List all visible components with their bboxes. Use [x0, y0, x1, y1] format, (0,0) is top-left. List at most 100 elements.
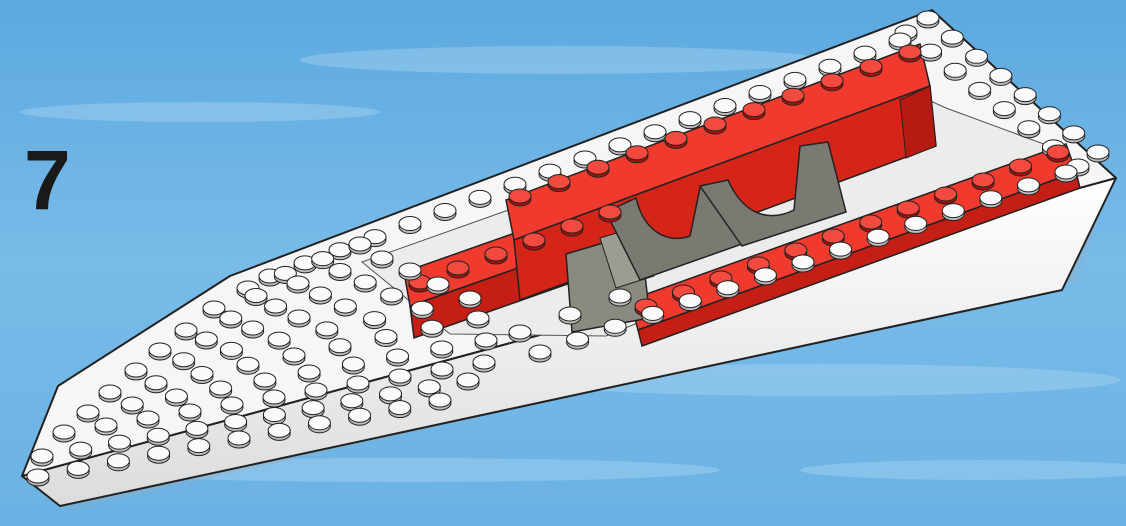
- white-stud: [679, 294, 701, 311]
- white-stud: [95, 418, 117, 435]
- white-stud: [145, 376, 167, 393]
- white-stud: [175, 323, 197, 340]
- white-stud: [459, 291, 481, 308]
- red-stud: [447, 261, 469, 278]
- white-stud: [347, 376, 369, 393]
- white-stud: [149, 343, 171, 360]
- white-stud: [1063, 126, 1085, 143]
- white-stud: [714, 99, 736, 116]
- white-stud: [329, 339, 351, 356]
- white-stud: [220, 342, 242, 359]
- white-stud: [265, 299, 287, 316]
- red-stud: [587, 160, 609, 177]
- white-stud: [1017, 178, 1039, 195]
- white-stud: [754, 268, 776, 285]
- white-stud: [329, 264, 351, 281]
- white-stud: [473, 355, 495, 372]
- white-stud: [242, 321, 264, 338]
- white-stud: [942, 204, 964, 221]
- white-stud: [966, 49, 988, 66]
- white-stud: [1014, 88, 1036, 105]
- white-stud: [642, 306, 664, 323]
- white-stud: [717, 281, 739, 298]
- white-stud: [941, 30, 963, 47]
- red-stud: [561, 219, 583, 236]
- white-stud: [434, 203, 456, 220]
- white-stud: [784, 72, 806, 89]
- white-stud: [225, 414, 247, 431]
- white-stud: [1055, 165, 1077, 182]
- white-stud: [421, 320, 443, 337]
- red-stud: [935, 187, 957, 204]
- white-stud: [334, 299, 356, 316]
- white-stud: [268, 332, 290, 349]
- white-stud: [1087, 145, 1109, 162]
- white-stud: [107, 454, 129, 471]
- white-stud: [917, 11, 939, 28]
- white-stud: [830, 242, 852, 259]
- white-stud: [195, 332, 217, 349]
- white-stud: [990, 68, 1012, 85]
- white-stud: [1038, 107, 1060, 124]
- red-stud: [860, 59, 882, 76]
- red-stud: [899, 45, 921, 62]
- white-stud: [867, 229, 889, 246]
- white-stud: [644, 125, 666, 142]
- white-stud: [312, 252, 334, 269]
- white-stud: [67, 461, 89, 478]
- white-stud: [316, 322, 338, 339]
- white-stud: [121, 397, 143, 414]
- white-stud: [221, 397, 243, 414]
- white-stud: [980, 191, 1002, 208]
- white-stud: [529, 345, 551, 362]
- white-stud: [191, 367, 213, 384]
- step-number: 7: [24, 138, 71, 222]
- red-stud: [1047, 145, 1069, 162]
- white-stud: [77, 405, 99, 422]
- white-stud: [70, 442, 92, 459]
- white-stud: [609, 289, 631, 306]
- white-stud: [993, 102, 1015, 119]
- white-stud: [559, 307, 581, 324]
- white-stud: [349, 408, 371, 425]
- red-stud: [485, 247, 507, 264]
- red-stud: [665, 131, 687, 148]
- white-stud: [173, 353, 195, 370]
- white-stud: [148, 446, 170, 463]
- white-stud: [31, 449, 53, 466]
- white-stud: [469, 190, 491, 207]
- white-stud: [1018, 121, 1040, 138]
- white-stud: [679, 112, 701, 129]
- red-stud: [599, 205, 621, 222]
- white-stud: [210, 381, 232, 398]
- white-stud: [298, 365, 320, 382]
- red-stud: [548, 175, 570, 192]
- white-stud: [389, 369, 411, 386]
- white-stud: [137, 411, 159, 428]
- white-stud: [387, 349, 409, 366]
- white-stud: [427, 277, 449, 294]
- white-stud: [604, 319, 626, 336]
- white-stud: [457, 373, 479, 390]
- red-stud: [743, 103, 765, 120]
- white-stud: [305, 383, 327, 400]
- white-stud: [567, 332, 589, 349]
- white-stud: [268, 423, 290, 440]
- white-stud: [288, 310, 310, 327]
- white-stud: [399, 263, 421, 280]
- red-stud: [1010, 159, 1032, 176]
- white-stud: [429, 393, 451, 410]
- white-stud: [411, 301, 433, 318]
- white-stud: [245, 289, 267, 306]
- white-stud: [475, 333, 497, 350]
- white-stud: [283, 348, 305, 365]
- white-stud: [467, 311, 489, 328]
- white-stud: [125, 363, 147, 380]
- white-stud: [364, 312, 386, 329]
- red-stud: [821, 74, 843, 91]
- white-stud: [944, 63, 966, 80]
- white-stud: [27, 469, 49, 486]
- white-stud: [342, 357, 364, 374]
